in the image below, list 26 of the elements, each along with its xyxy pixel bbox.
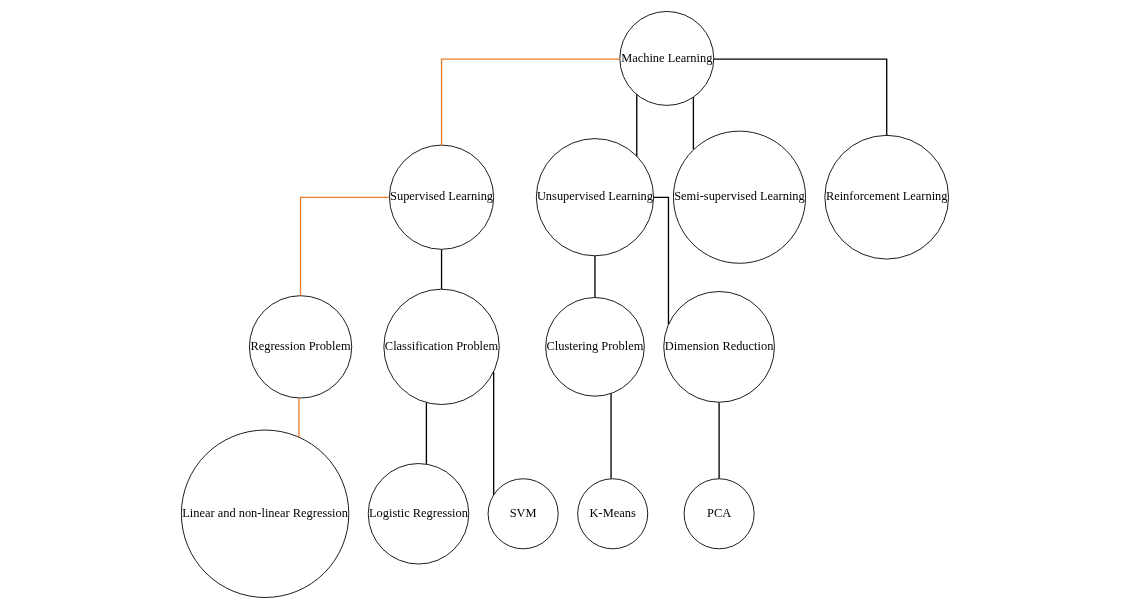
connector [712,58,887,137]
connector [440,58,620,146]
node-circle: Dimension Reduction [662,291,775,403]
connector [593,255,596,298]
node-circle: PCA [683,478,755,550]
connector [635,93,637,157]
node-circle: Logistic Regression [367,463,469,565]
connector [440,248,442,290]
node-circle: Unsupervised Learning [535,138,654,257]
node-circle: Machine Learning [618,11,714,106]
connector [297,397,300,438]
node-circle: K-Means [576,478,648,550]
connector [692,96,694,151]
node-circle: Classification Problem [382,288,500,405]
node-circle: Linear and non-linear Regression [180,429,349,598]
connector [609,393,612,480]
node-circle: Semi-supervised Learning [672,130,806,264]
connector [492,371,494,496]
node-circle: Reinforcement Learning [823,134,949,260]
node-circle: Supervised Learning [388,144,494,250]
node-circle: SVM [487,478,559,550]
node-circle: Regression Problem [248,295,352,399]
connector [299,196,390,297]
node-circle: Clustering Problem [544,297,645,397]
connector [425,402,427,465]
connector [717,401,720,480]
